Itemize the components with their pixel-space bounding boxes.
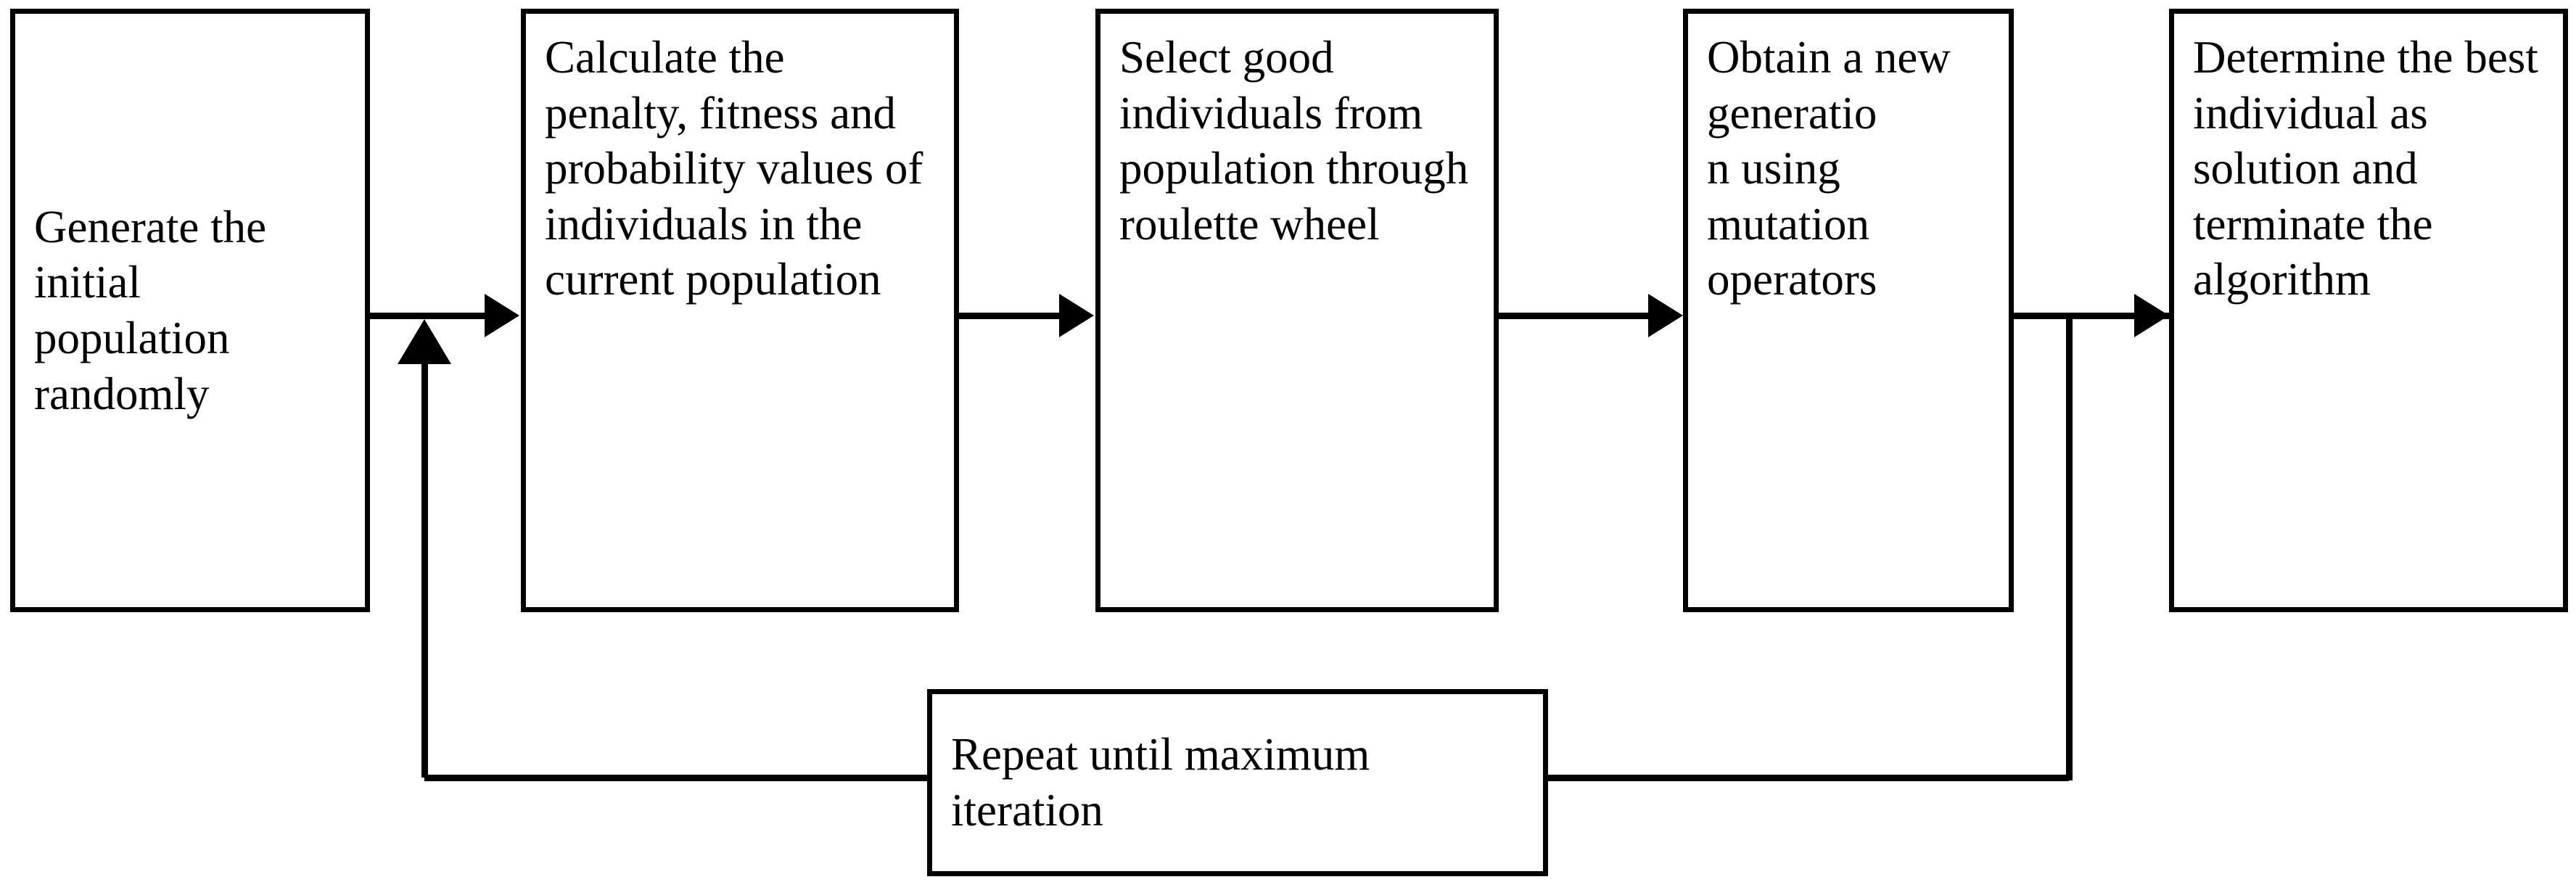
node-calculate-label: Calculate the penalty, fitness and proba… bbox=[545, 32, 923, 305]
edge-obtain-to-determine-arrowhead-icon bbox=[2134, 294, 2169, 337]
edge-calculate-to-select-line bbox=[959, 313, 1062, 319]
edge-generate-to-calculate-line bbox=[370, 313, 493, 319]
edge-loop-arrowhead-up-icon bbox=[398, 319, 451, 364]
node-select-good-individuals[interactable]: Select good individuals from population … bbox=[1095, 9, 1499, 612]
node-generate-label: Generate the initial population randomly bbox=[34, 201, 267, 419]
node-generate-initial-population[interactable]: Generate the initial population randomly bbox=[10, 9, 370, 612]
node-determine-best-individual[interactable]: Determine the best individual as solutio… bbox=[2169, 9, 2568, 612]
edge-loop-bottom-left-segment bbox=[424, 775, 930, 781]
edge-calculate-to-select-arrowhead-icon bbox=[1059, 294, 1094, 337]
node-select-label: Select good individuals from population … bbox=[1119, 32, 1469, 250]
node-repeat-until-maximum-iteration[interactable]: Repeat until maximum iteration bbox=[927, 689, 1548, 876]
node-obtain-new-generation[interactable]: Obtain a new generatio n using mutation … bbox=[1683, 9, 2014, 612]
node-repeat-label: Repeat until maximum iteration bbox=[951, 729, 1370, 836]
edge-select-to-obtain-line bbox=[1499, 313, 1651, 319]
edge-select-to-obtain-arrowhead-icon bbox=[1648, 294, 1683, 337]
node-calculate-penalty-fitness-probability[interactable]: Calculate the penalty, fitness and proba… bbox=[521, 9, 959, 612]
edge-loop-descender-right bbox=[2066, 316, 2073, 780]
node-determine-label: Determine the best individual as solutio… bbox=[2193, 32, 2538, 305]
edge-loop-bottom-right-segment bbox=[1548, 775, 2069, 781]
edge-obtain-to-determine-line bbox=[2014, 313, 2172, 319]
edge-loop-riser-left bbox=[421, 363, 428, 778]
edge-generate-to-calculate-arrowhead-icon bbox=[485, 294, 519, 337]
node-obtain-label: Obtain a new generatio n using mutation … bbox=[1707, 32, 1951, 305]
